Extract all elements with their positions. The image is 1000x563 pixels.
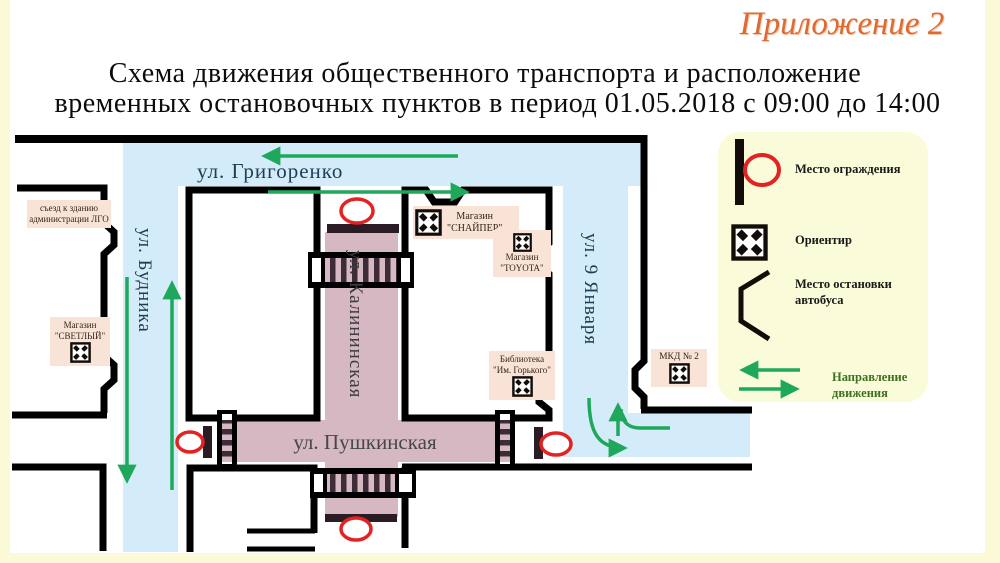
orientir-icon [415, 209, 442, 236]
landmark-library-gorky: Библиотека "Им. Горького" [489, 351, 555, 400]
legend-bus-stop-line1: Место остановки [795, 277, 892, 291]
legend-direction-line2: движения [832, 385, 888, 400]
street-label-grigorenko: ул. Григоренко [197, 159, 344, 183]
street-label-kalininskaya: ул. Калининская [345, 250, 366, 399]
legend-item-bus-stop-label: Место остановки автобуса [795, 277, 892, 308]
legend-item-orientir-label: Ориентир [795, 233, 852, 247]
mkd-west-wall [631, 135, 648, 409]
direction-arrows [117, 146, 670, 490]
legend-direction-line1: Направление [832, 370, 908, 384]
orientir-icon [70, 342, 91, 363]
legend-fence-oval-icon [743, 153, 781, 187]
landmark-shop-toyota-line1: Магазин [505, 252, 539, 262]
landmark-library-line2: "Им. Горького" [493, 364, 551, 375]
landmark-mkd-2: МКД № 2 [651, 349, 707, 388]
street-label-budnika: ул. Будника [134, 228, 155, 333]
street-pushkinskaya-band [237, 420, 500, 462]
page-title-line2: временных остановочных пунктов в период … [54, 88, 941, 119]
legend-item-fence-label: Место ограждения [795, 162, 901, 176]
legend-orientir-icon [733, 226, 765, 258]
landmark-shop-snyper-line1: Магазин [456, 210, 493, 222]
fence-oval-pushkinskaya-west [175, 430, 205, 454]
page-title-line1: Схема движения общественного транспорта … [108, 58, 862, 89]
fence-bar-pushkinskaya-west [203, 426, 212, 458]
crosswalk-kalininskaya-north [308, 252, 414, 288]
south-center-block-wall [186, 464, 318, 552]
landmark-admin-lgo: съезд к зданию администрации ЛГО [27, 200, 111, 228]
legend-bus-stop-line2: автобуса [795, 292, 844, 307]
street-budnika-band [123, 142, 178, 552]
orientir-icon [669, 363, 690, 384]
street-label-pushkinskaya: ул. Пушкинская [293, 430, 437, 454]
street-label-yanvarya: ул. 9 Января [580, 233, 601, 346]
arrow-turn-north-curve [619, 408, 670, 430]
fence-bar-kalininskaya-north [327, 224, 399, 233]
crosswalk-kalininskaya-south [310, 468, 416, 498]
street-grigorenko-band [123, 142, 641, 186]
landmark-shop-svetly-line2: "СВЕТЛЫЙ" [54, 330, 106, 341]
legend-fence-bar-icon [735, 139, 744, 205]
landmark-shop-toyota-line2: "TOYOTA" [500, 262, 544, 273]
center-block-wall [185, 186, 321, 422]
fence-bar-pushkinskaya-east [534, 427, 543, 459]
crosswalk-pushkinskaya-west [217, 410, 237, 468]
legend-item-direction-label: Направление движения [832, 370, 907, 401]
fence-oval-pushkinskaya-east [539, 431, 573, 457]
landmark-shop-svetly-line1: Магазин [63, 320, 97, 330]
fence-oval-kalininskaya-south [339, 516, 373, 542]
orientir-icon [512, 376, 533, 397]
legend-icons [733, 139, 800, 399]
landmark-shop-snyper-line2: "СНАЙПЕР" [447, 222, 503, 234]
fence-oval-kalininskaya-north [339, 197, 375, 225]
landmark-shop-svetly: Магазин "СВЕТЛЫЙ" [50, 317, 110, 366]
landmark-library-line1: Библиотека [499, 354, 545, 364]
southwest-block-wall [12, 463, 107, 551]
street-east-band [563, 413, 750, 457]
landmark-admin-lgo-line2: администрации ЛГО [29, 213, 109, 224]
legend-panel [718, 132, 928, 402]
fence-barriers [175, 197, 573, 542]
crosswalks [217, 252, 515, 498]
appendix-label: Приложение 2 [739, 6, 945, 42]
landmark-admin-lgo-line1: съезд к зданию [40, 203, 98, 213]
landmark-shop-toyota: Магазин "TOYOTA" [493, 230, 551, 277]
landmark-mkd-2-label: МКД № 2 [659, 352, 699, 362]
arrow-turn-east [587, 397, 628, 458]
orientir-icon [513, 233, 532, 252]
crosswalk-pushkinskaya-east [495, 410, 515, 468]
legend-bus-stop-icon [738, 269, 771, 342]
